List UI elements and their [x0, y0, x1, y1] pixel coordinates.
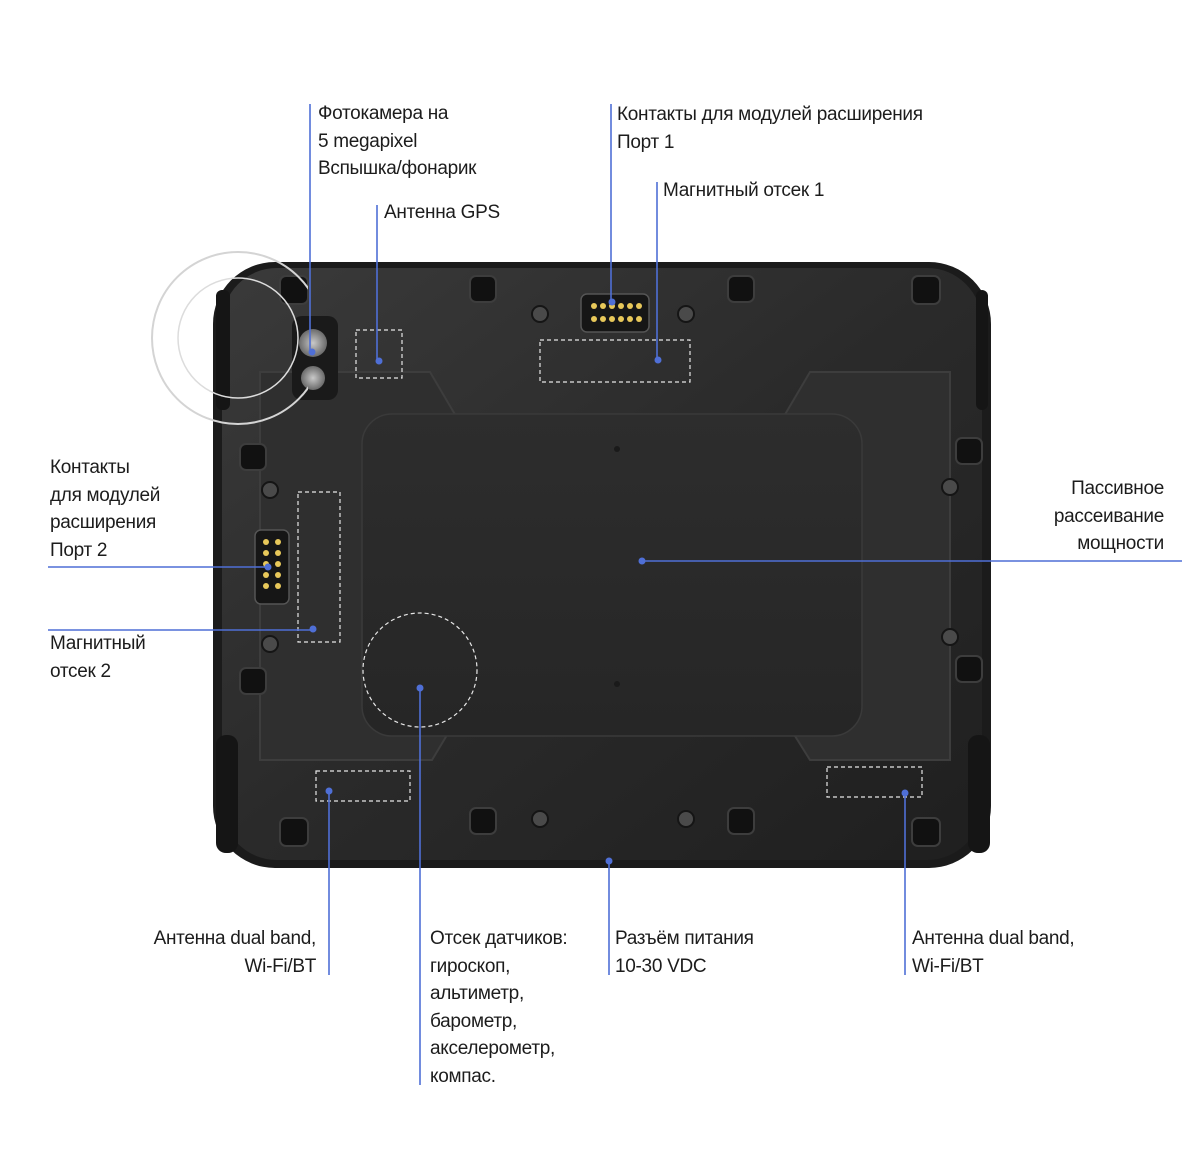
wifi-antenna-right-label-line: Wi-Fi/BT	[912, 955, 984, 977]
wifi-antenna-right-label: Антенна dual band, Wi-Fi/BT	[912, 925, 1075, 980]
power-connector-label-line: 10-30 VDC	[615, 955, 707, 977]
gps-label: Антенна GPS	[384, 199, 500, 227]
tablet-body	[213, 262, 991, 868]
passive-cooling-label: Пассивное рассеивание мощности	[1054, 475, 1164, 558]
leader-lines	[48, 104, 1182, 1085]
wifi-antenna-left-label: Антенна dual band, Wi-Fi/BT	[153, 925, 317, 980]
camera-label: Фотокамера на 5 megapixel Вспышка/фонари…	[318, 100, 477, 183]
magnetic-bay-1-label: Магнитный отсек 1	[663, 177, 824, 205]
camera-label-line: Фотокамера на	[318, 103, 449, 124]
sensors-label-line: гироскоп,	[430, 955, 511, 977]
port2-label-line: Порт 2	[50, 539, 108, 561]
gps-label-line: Антенна GPS	[384, 202, 500, 223]
port1-label-line: Контакты для модулей расширения	[617, 104, 923, 125]
passive-cooling-label-line: рассеивание	[1053, 505, 1164, 527]
camera-module	[292, 316, 338, 400]
watermark-stamp	[151, 251, 308, 425]
passive-cooling-label-line: мощности	[1077, 533, 1164, 554]
magnetic-bay-2-label-line: отсек 2	[50, 660, 111, 682]
camera-label-line: 5 megapixel	[318, 130, 418, 152]
sensors-label: Отсек датчиков: гироскоп, альтиметр, бар…	[430, 925, 568, 1090]
port1-label-line: Порт 1	[617, 131, 675, 153]
power-connector-label: Разъём питания 10-30 VDC	[615, 925, 754, 980]
camera-label-line: Вспышка/фонарик	[318, 158, 477, 179]
sensors-label-line: компас.	[430, 1065, 496, 1087]
sensors-label-line: альтиметр,	[430, 983, 524, 1004]
wifi-antenna-left-label-line: Wi-Fi/BT	[244, 955, 317, 977]
port2-label-line: расширения	[50, 512, 157, 533]
port2-label: Контакты для модулей расширения Порт 2	[50, 454, 160, 564]
port2-label-line: для модулей	[50, 484, 161, 506]
port1-label: Контакты для модулей расширения Порт 1	[617, 101, 923, 156]
passive-cooling-label-line: Пассивное	[1071, 478, 1164, 499]
port2-label-line: Контакты	[50, 457, 130, 478]
wifi-antenna-left-label-line: Антенна dual band,	[153, 928, 317, 949]
magnetic-bay-2-label: Магнитный отсек 2	[50, 630, 146, 685]
sensors-label-line: Отсек датчиков:	[430, 928, 568, 949]
wifi-antenna-right-label-line: Антенна dual band,	[912, 928, 1075, 949]
sensors-label-line: барометр,	[430, 1010, 517, 1032]
sensors-label-line: акселерометр,	[430, 1038, 555, 1059]
magnetic-bay-1-label-line: Магнитный отсек 1	[663, 180, 825, 201]
power-connector-label-line: Разъём питания	[615, 928, 754, 949]
expansion-port-1	[580, 293, 650, 333]
screws	[261, 305, 959, 828]
corner-bolts	[239, 275, 983, 847]
magnetic-bay-2-label-line: Магнитный	[50, 633, 146, 654]
dashed-zones	[297, 329, 923, 802]
